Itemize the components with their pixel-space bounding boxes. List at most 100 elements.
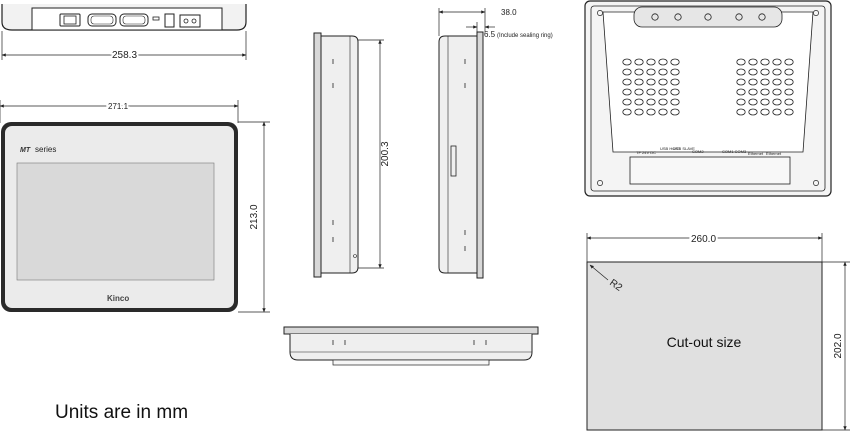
rear-port-label: USB SLAVE	[673, 146, 695, 151]
dim-sealing	[466, 22, 495, 32]
dim-side-height-label: 200.3	[380, 141, 391, 166]
dim-cutout-width	[586, 233, 823, 262]
vent-slot	[772, 68, 782, 76]
vent-slot	[634, 58, 644, 66]
series-label: series	[35, 145, 56, 154]
vent-slot	[760, 68, 770, 76]
vent-slot	[622, 98, 632, 106]
dim-front-height-label: 213.0	[249, 204, 260, 229]
vent-slot	[646, 88, 656, 96]
brand-logo: Kinco	[107, 294, 129, 303]
units-note: Units are in mm	[55, 402, 189, 423]
rear-port-label: COM1 COM3	[722, 149, 747, 154]
vent-slot	[760, 108, 770, 116]
vent-slot	[772, 58, 782, 66]
rear-port-strip	[629, 156, 791, 185]
vent-slot	[736, 88, 746, 96]
rear-view	[584, 0, 832, 197]
vent-slot	[658, 98, 668, 106]
dim-top-width	[1, 31, 247, 60]
vent-slot	[670, 88, 680, 96]
vent-slot	[670, 58, 680, 66]
vent-slot	[622, 68, 632, 76]
vent-slot	[646, 68, 656, 76]
vent-slot	[784, 78, 794, 86]
rear-port-label: TF 24V DC	[636, 150, 656, 155]
vent-grille-left	[622, 58, 680, 116]
vent-slot	[670, 68, 680, 76]
vent-slot	[784, 58, 794, 66]
vent-slot	[748, 58, 758, 66]
vent-slot	[772, 88, 782, 96]
power-terminal	[179, 14, 201, 28]
rear-port-label: USB HOST	[660, 146, 681, 151]
vent-slot	[646, 98, 656, 106]
vent-slot	[784, 68, 794, 76]
vent-slot	[748, 78, 758, 86]
vent-slot	[646, 58, 656, 66]
vent-slot	[634, 68, 644, 76]
vent-slot	[760, 58, 770, 66]
dim-top-width-label: 258.3	[112, 50, 137, 61]
vent-slot	[748, 108, 758, 116]
vent-slot	[784, 88, 794, 96]
vent-slot	[658, 68, 668, 76]
rear-mount-bar	[633, 6, 783, 28]
vent-slot	[736, 68, 746, 76]
vent-slot	[784, 98, 794, 106]
dim-front-height	[238, 121, 270, 313]
vent-slot	[634, 88, 644, 96]
dim-cutout-height	[822, 261, 850, 431]
sealing-note: (Include sealing ring)	[497, 33, 553, 39]
ethernet-port	[59, 13, 81, 27]
vent-slot	[622, 78, 632, 86]
serial-port-2	[119, 13, 149, 27]
vent-slot	[736, 108, 746, 116]
touch-screen	[16, 162, 215, 281]
dim-front-width-label: 271.1	[108, 102, 129, 111]
vent-slot	[772, 78, 782, 86]
cutout-label: Cut-out size	[667, 334, 742, 350]
vent-slot	[736, 98, 746, 106]
vent-slot	[670, 98, 680, 106]
vent-slot	[658, 78, 668, 86]
cutout-area	[586, 261, 823, 431]
usb-host-port	[164, 13, 175, 28]
vent-slot	[634, 98, 644, 106]
dim-side-depth-label: 38.0	[501, 8, 517, 17]
vent-slot	[646, 108, 656, 116]
vent-slot	[622, 58, 632, 66]
side-view-right	[438, 31, 484, 279]
vent-slot	[634, 108, 644, 116]
vent-slot	[760, 78, 770, 86]
vent-slot	[622, 108, 632, 116]
vent-slot	[670, 108, 680, 116]
bottom-view	[283, 326, 539, 366]
vent-slot	[748, 68, 758, 76]
vent-slot	[760, 98, 770, 106]
dim-side-height	[358, 39, 384, 269]
usb-mini-port	[152, 16, 160, 21]
vent-slot	[658, 108, 668, 116]
serial-port-1	[87, 13, 117, 27]
vent-slot	[646, 78, 656, 86]
vent-slot	[736, 58, 746, 66]
front-view: MT series Kinco	[1, 122, 238, 312]
vent-slot	[658, 58, 668, 66]
vent-slot	[736, 78, 746, 86]
vent-slot	[760, 88, 770, 96]
dim-cutout-height-label: 202.0	[833, 333, 844, 358]
rear-port-labels: TF 24V DC USB HOST USB SLAVE COM2 COM1 C…	[636, 146, 782, 156]
vent-slot	[784, 108, 794, 116]
vent-slot	[772, 108, 782, 116]
dim-front-width	[0, 100, 239, 123]
side-view-left	[313, 32, 359, 278]
rear-port-label: COM2	[692, 149, 704, 154]
vent-slot	[622, 88, 632, 96]
vent-slot	[670, 78, 680, 86]
dim-cutout-width-label: 260.0	[691, 234, 716, 245]
vent-slot	[772, 98, 782, 106]
vent-slot	[658, 88, 668, 96]
top-view	[1, 4, 247, 31]
